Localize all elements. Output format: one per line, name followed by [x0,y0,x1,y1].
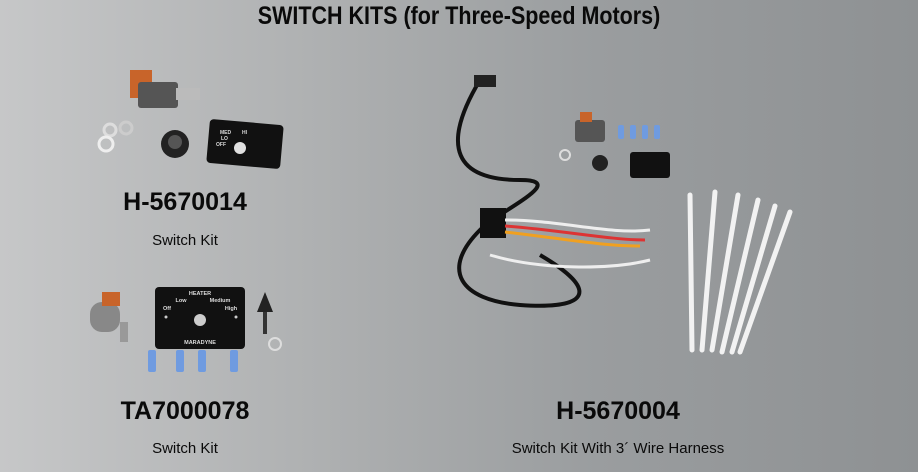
panel-label-medium: Medium [210,298,231,304]
panel-label-heater: HEATER [189,291,211,297]
product-description: Switch Kit [152,232,218,249]
product-image-h5670004 [455,75,793,355]
panel-label-off: OFF [216,142,226,148]
part-number: TA7000078 [120,397,250,425]
panel-label-hi: HI [242,130,248,136]
product-description: Switch Kit With 3´ Wire Harness [511,440,725,457]
product-description: Switch Kit [152,440,218,457]
panel-label-high: High [225,306,238,312]
panel-label-med: MED [220,130,232,136]
page-title: SWITCH KITS (for Three-Speed Motors) [257,2,661,30]
panel-label-low: Low [176,298,188,304]
panel-label-maradyne: MARADYNE [184,340,216,346]
product-image-ta7000078: HEATER Low Medium Off High MARADYNE [90,287,282,372]
panel-label-off: Off [163,306,171,312]
part-number: H-5670014 [123,188,247,216]
part-number: H-5670004 [556,397,680,425]
panel-label-lo: LO [221,136,228,142]
product-image-h5670014: MED LO OFF HI [97,70,284,169]
